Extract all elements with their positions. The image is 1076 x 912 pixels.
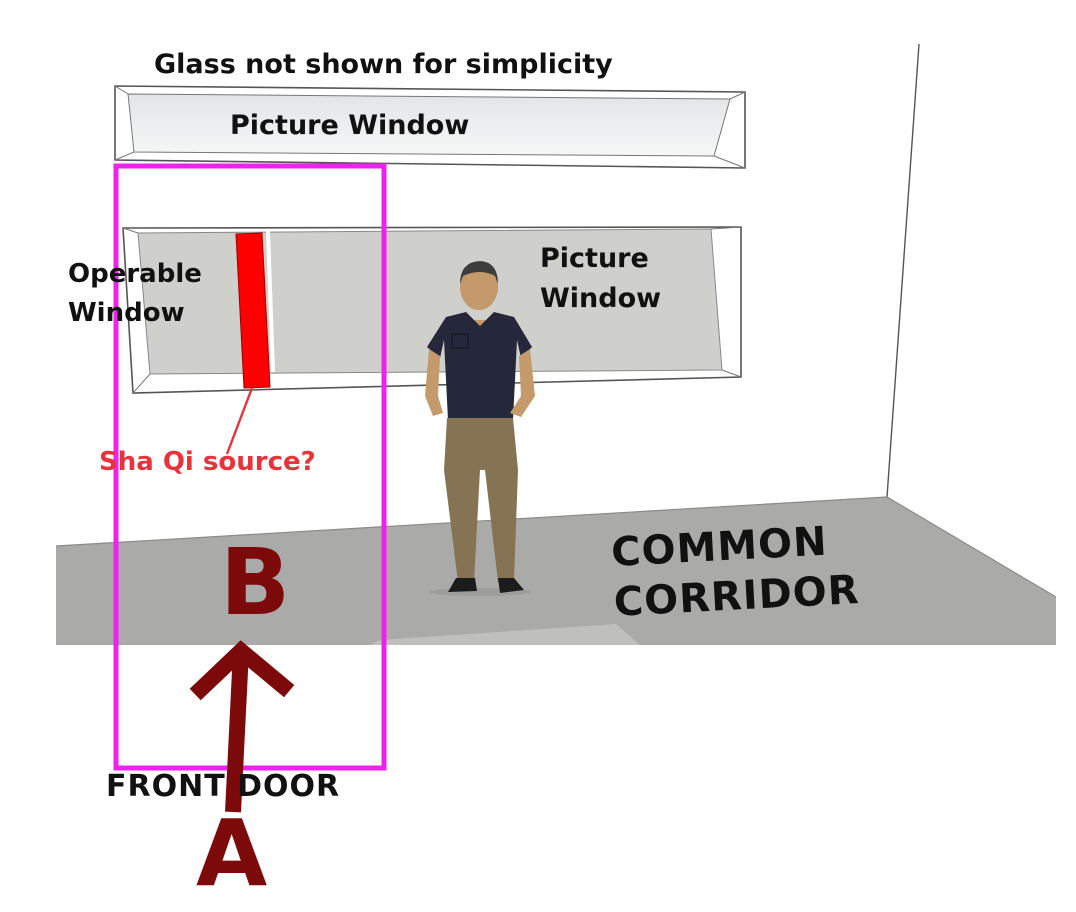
top-picture-window: [114, 85, 746, 169]
label-picture-right-line-2: Window: [540, 283, 662, 314]
corridor-floor: [55, 496, 1057, 645]
label-front-door: FRONT DOOR: [106, 769, 341, 804]
label-sha-qi-source: Sha Qi source?: [99, 447, 316, 477]
wall-corner-edge: [886, 43, 920, 498]
note-glass-not-shown: Glass not shown for simplicity: [154, 49, 613, 80]
label-common-corridor: COMMON CORRIDOR: [610, 515, 861, 628]
label-operable-window: Operable Window: [68, 255, 202, 333]
label-operable-line-2: Window: [68, 298, 185, 328]
label-point-a: A: [196, 800, 268, 907]
label-picture-right-line-1: Picture: [540, 243, 649, 274]
sha-qi-gap: [235, 232, 271, 389]
front-door-highlight-box: [113, 163, 387, 771]
path-arrow-a-to-b: [189, 640, 295, 813]
label-picture-window-right: Picture Window: [540, 239, 661, 319]
label-picture-window-top: Picture Window: [230, 110, 470, 141]
sha-qi-pointer: [225, 387, 254, 455]
label-operable-line-1: Operable: [68, 259, 202, 289]
label-point-b: B: [220, 529, 291, 636]
lower-window-band: [122, 226, 742, 394]
person-figure: [425, 261, 535, 596]
